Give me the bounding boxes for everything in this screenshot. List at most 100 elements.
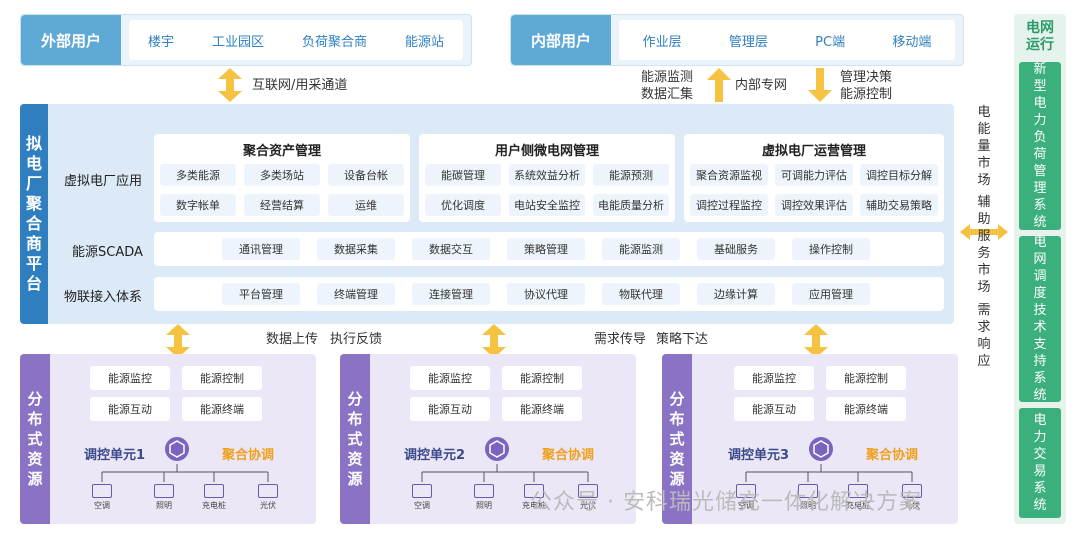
device-label: 光伏 bbox=[580, 501, 596, 510]
charger-icon bbox=[204, 484, 224, 498]
title-char: 源 bbox=[669, 470, 685, 488]
market-char: 响 bbox=[977, 337, 991, 352]
row-label-app: 虚拟电厂应用 bbox=[64, 174, 143, 189]
feature-chip: 调控过程监控 bbox=[690, 194, 768, 216]
system-char: 电 bbox=[1033, 235, 1047, 250]
pv-device: 光伏 bbox=[253, 484, 283, 511]
resource-panel-title: 分 布 式 资 源 bbox=[662, 354, 692, 524]
system-char: 支 bbox=[1033, 337, 1047, 352]
external-users-label: 外部用户 bbox=[21, 15, 121, 65]
device-label: 照明 bbox=[800, 501, 816, 510]
coordination-label: 聚合协调 bbox=[222, 448, 275, 463]
device-label: 充电桩 bbox=[522, 501, 546, 510]
title-char: 式 bbox=[27, 430, 43, 448]
market-char: 务 bbox=[977, 246, 991, 261]
internal-users-label: 内部用户 bbox=[511, 15, 611, 65]
exec-feedback-label: 执行反馈 bbox=[330, 332, 383, 347]
hub-icon bbox=[165, 437, 189, 461]
market-char: 应 bbox=[977, 354, 991, 369]
hub-icon bbox=[485, 437, 509, 461]
system-char: 型 bbox=[1033, 79, 1047, 94]
title-char: 分 bbox=[669, 390, 685, 408]
resource-chip: 能源监控 bbox=[410, 366, 490, 390]
device-label: 空调 bbox=[94, 501, 110, 510]
energy-market-label: 电 能 量 市 场 bbox=[976, 104, 992, 189]
scada-chip: 通讯管理 bbox=[222, 238, 300, 260]
market-char: 市 bbox=[977, 263, 991, 278]
title-char: 布 bbox=[669, 410, 685, 428]
light-device: 照明 bbox=[469, 484, 499, 511]
pv-device: 光伏 bbox=[897, 484, 927, 511]
title-char: 行 bbox=[1040, 37, 1054, 53]
market-char: 求 bbox=[977, 320, 991, 335]
scada-chip: 数据交互 bbox=[412, 238, 490, 260]
energy-control-label: 能源控制 bbox=[840, 87, 893, 102]
scada-chip: 能源监测 bbox=[602, 238, 680, 260]
market-char: 量 bbox=[977, 139, 991, 154]
system-char: 网 bbox=[1033, 252, 1047, 267]
private-network-label: 内部专网 bbox=[735, 78, 788, 93]
ac-device: 空调 bbox=[731, 484, 761, 511]
internal-user-item: 管理层 bbox=[728, 34, 768, 50]
external-user-item: 负荷聚合商 bbox=[301, 34, 367, 50]
system-char: 系 bbox=[1033, 371, 1047, 386]
market-char: 需 bbox=[977, 303, 991, 318]
title-char: 资 bbox=[27, 450, 43, 468]
internal-user-item: 移动端 bbox=[892, 34, 932, 50]
external-users-items: 楼宇 工业园区 负荷聚合商 能源站 bbox=[129, 20, 463, 60]
device-label: 充电桩 bbox=[846, 501, 870, 510]
asset-management-box: 聚合资产管理 多类能源 多类场站 设备台帐 数字帐单 经营结算 运维 bbox=[154, 134, 410, 222]
feature-chip: 运维 bbox=[328, 194, 404, 216]
title-char: 商 bbox=[25, 234, 42, 253]
control-unit-label: 调控单元3 bbox=[728, 448, 790, 463]
device-label: 空调 bbox=[738, 501, 754, 510]
device-label: 照明 bbox=[156, 501, 172, 510]
title-char: 源 bbox=[347, 470, 363, 488]
power-trading-system: 电 力 交 易 系 统 bbox=[1019, 408, 1061, 518]
title-char: 合 bbox=[25, 214, 42, 233]
system-char: 负 bbox=[1033, 130, 1047, 145]
feature-chip: 多类能源 bbox=[160, 164, 236, 186]
data-upload-label: 数据上传 bbox=[266, 332, 319, 347]
coordination-label: 聚合协调 bbox=[866, 448, 919, 463]
system-char: 系 bbox=[1033, 198, 1047, 213]
load-management-system: 新 型 电 力 负 荷 管 理 系 统 bbox=[1019, 62, 1061, 230]
box-title: 虚拟电厂运营管理 bbox=[761, 144, 866, 159]
tree-connector bbox=[101, 464, 269, 482]
system-char: 技 bbox=[1033, 303, 1047, 318]
feature-chip: 能源预测 bbox=[593, 164, 669, 186]
bidirectional-arrow-icon bbox=[804, 324, 828, 358]
title-char: 式 bbox=[347, 430, 363, 448]
coordination-label: 聚合协调 bbox=[542, 448, 595, 463]
internal-user-item: 作业层 bbox=[642, 34, 682, 50]
scada-chip: 操作控制 bbox=[792, 238, 870, 260]
feature-chip: 辅助交易策略 bbox=[860, 194, 938, 216]
bidirectional-arrow-icon bbox=[482, 324, 506, 358]
bidirectional-arrow-icon bbox=[218, 68, 242, 102]
system-char: 交 bbox=[1033, 447, 1047, 462]
demand-guide-label: 需求传导 bbox=[594, 332, 647, 347]
internal-users-bar: 内部用户 作业层 管理层 PC端 移动端 bbox=[510, 14, 964, 66]
feature-chip: 调控目标分解 bbox=[860, 164, 938, 186]
market-char: 助 bbox=[977, 212, 991, 227]
lighting-icon bbox=[154, 484, 174, 498]
title-char: 厂 bbox=[25, 174, 42, 193]
row-label-scada: 能源SCADA bbox=[72, 245, 143, 260]
feature-chip: 调控效果评估 bbox=[775, 194, 853, 216]
system-char: 电 bbox=[1033, 413, 1047, 428]
charger-icon bbox=[848, 484, 868, 498]
strategy-down-label: 策略下达 bbox=[656, 332, 709, 347]
resource-chip: 能源监控 bbox=[90, 366, 170, 390]
device-label: 充电桩 bbox=[202, 501, 226, 510]
air-conditioner-icon bbox=[736, 484, 756, 498]
system-char: 力 bbox=[1033, 430, 1047, 445]
device-label: 照明 bbox=[476, 501, 492, 510]
bidirectional-arrow-icon bbox=[166, 324, 190, 358]
lighting-icon bbox=[798, 484, 818, 498]
title-char: 布 bbox=[347, 410, 363, 428]
internal-users-items: 作业层 管理层 PC端 移动端 bbox=[619, 20, 955, 60]
box-title: 用户侧微电网管理 bbox=[494, 144, 599, 159]
charger-device: 充电桩 bbox=[519, 484, 549, 511]
system-char: 荷 bbox=[1033, 147, 1047, 162]
iot-chip: 平台管理 bbox=[222, 283, 300, 305]
